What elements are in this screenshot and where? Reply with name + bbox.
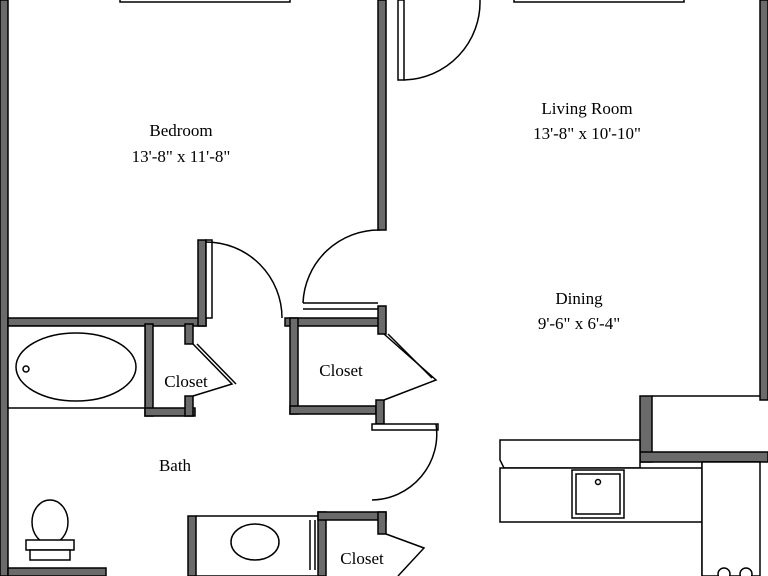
fixtures — [7, 325, 761, 576]
toilet-bowl — [31, 499, 69, 545]
living-room-name: Living Room — [541, 99, 632, 118]
bedroom-window — [119, 0, 291, 3]
bathtub-drain — [22, 365, 30, 373]
living-window — [513, 0, 685, 3]
room-labels: Bedroom 13'-8" x 11'-8" Living Room 13'-… — [132, 99, 641, 568]
bedroom-name: Bedroom — [149, 121, 212, 140]
center-closet-name: Closet — [319, 361, 363, 380]
bottom-closet-left-wall — [317, 511, 327, 576]
interior-lines — [196, 302, 760, 576]
doors — [192, 0, 481, 576]
bathtub-basin — [15, 332, 137, 402]
bedroom-bath-wall — [7, 317, 207, 327]
bottom-closet-name: Closet — [340, 549, 384, 568]
center-closet-bottom-wall — [289, 405, 377, 415]
kitchen-range-area — [701, 461, 761, 576]
bath-name: Bath — [159, 456, 192, 475]
bath-door-leaf — [371, 423, 439, 431]
bath-closet-right-wall-bottom — [184, 395, 194, 417]
right-outer-wall — [759, 0, 768, 401]
center-closet-door-2 — [387, 333, 433, 379]
living-room-dimensions: 13'-8" x 10'-10" — [533, 124, 641, 143]
kitchen-sink-drain — [594, 478, 602, 486]
bedroom-dimensions: 13'-8" x 11'-8" — [132, 147, 231, 166]
center-closet-top-wall — [284, 317, 386, 327]
center-closet-left-wall — [289, 317, 299, 415]
dining-name: Dining — [555, 289, 603, 308]
entry-door-leaf — [397, 0, 405, 81]
bath-closet-right-wall-top — [184, 323, 194, 345]
vanity-sink — [230, 523, 280, 561]
center-closet-right-wall-top — [377, 305, 387, 335]
bath-closet-door — [192, 343, 234, 397]
center-closet-door — [383, 333, 438, 401]
vanity-left-wall — [187, 515, 197, 576]
bath-door-swing — [371, 423, 438, 501]
entry-door-swing — [403, 0, 481, 81]
bath-closet-bottom-wall — [144, 407, 196, 417]
bedroom-door-swing — [205, 241, 283, 319]
center-closet-right-wall-bottom — [375, 399, 385, 425]
bottom-closet-top-wall — [317, 511, 387, 521]
range-burner — [717, 567, 731, 576]
bedroom-door-leaf — [205, 239, 213, 319]
bedroom-door-jamb-wall — [197, 239, 207, 327]
kitchen-right-wall — [639, 451, 768, 463]
bottom-closet-right-wall — [377, 511, 387, 535]
left-outer-wall — [0, 0, 9, 576]
living-door-swing — [302, 229, 381, 304]
bath-closet-left-wall — [144, 323, 154, 417]
dining-dimensions: 9'-6" x 6'-4" — [538, 314, 620, 333]
bedroom-living-divider-wall — [377, 0, 387, 231]
bath-bottom-wall — [7, 567, 107, 576]
toilet-seat-base — [25, 539, 75, 551]
toilet-tank — [29, 549, 71, 561]
bath-closet-door-2 — [196, 343, 237, 385]
kitchen-counter — [499, 439, 641, 469]
bath-closet-name: Closet — [164, 372, 208, 391]
range-burner-2 — [739, 567, 753, 576]
bottom-closet-door — [385, 533, 426, 576]
windows — [119, 0, 685, 3]
